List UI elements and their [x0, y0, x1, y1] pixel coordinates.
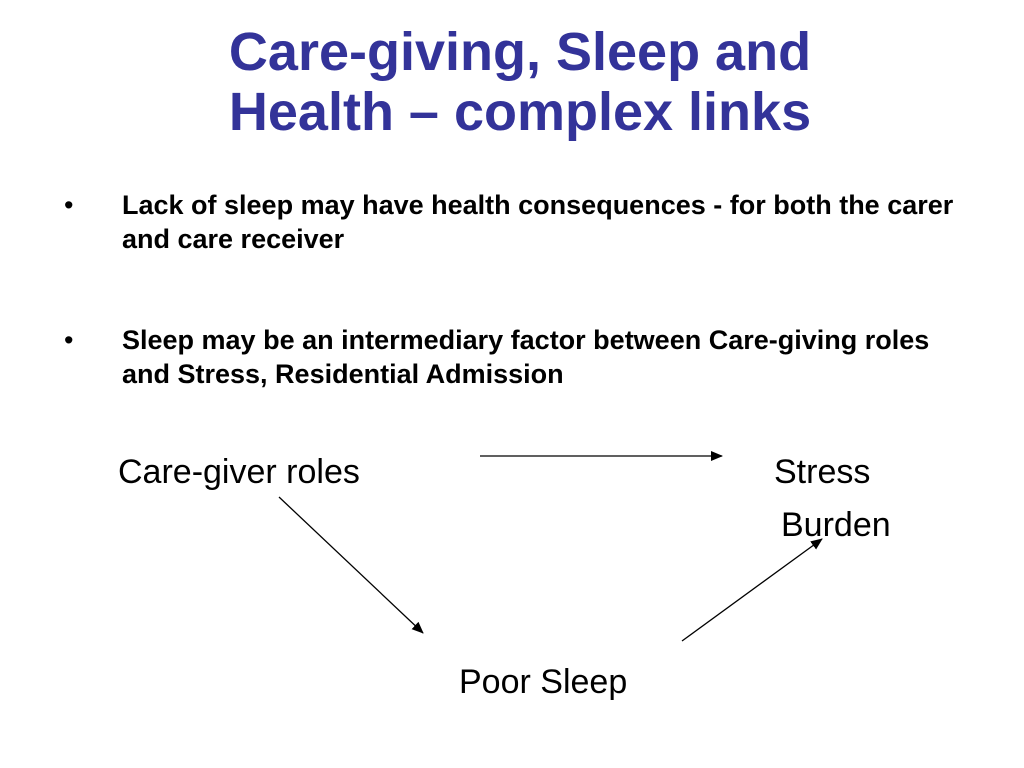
node-caregiver-roles: Care-giver roles [118, 453, 360, 491]
bullet-marker: • [64, 325, 74, 355]
slide-title-line-1: Care-giving, Sleep and [228, 22, 812, 82]
bullet-item-2: • Sleep may be an intermediary factor be… [64, 323, 964, 391]
bullet-item-1: • Lack of sleep may have health conseque… [64, 188, 964, 256]
node-poor-sleep: Poor Sleep [459, 663, 628, 701]
arrow-caregiver-to-poor-sleep [278, 496, 424, 634]
arrow-poor-sleep-to-burden [681, 538, 823, 642]
node-stress: Stress [774, 453, 871, 491]
bullet-text-2: Sleep may be an intermediary factor betw… [122, 325, 930, 389]
bullet-marker: • [64, 190, 74, 220]
bullet-text-1: Lack of sleep may have health consequenc… [122, 190, 954, 254]
node-burden: Burden [781, 506, 891, 544]
slide-title-line-2: Health – complex links [228, 82, 812, 142]
slide-title: Care-giving, Sleep and Health – complex … [120, 22, 920, 142]
